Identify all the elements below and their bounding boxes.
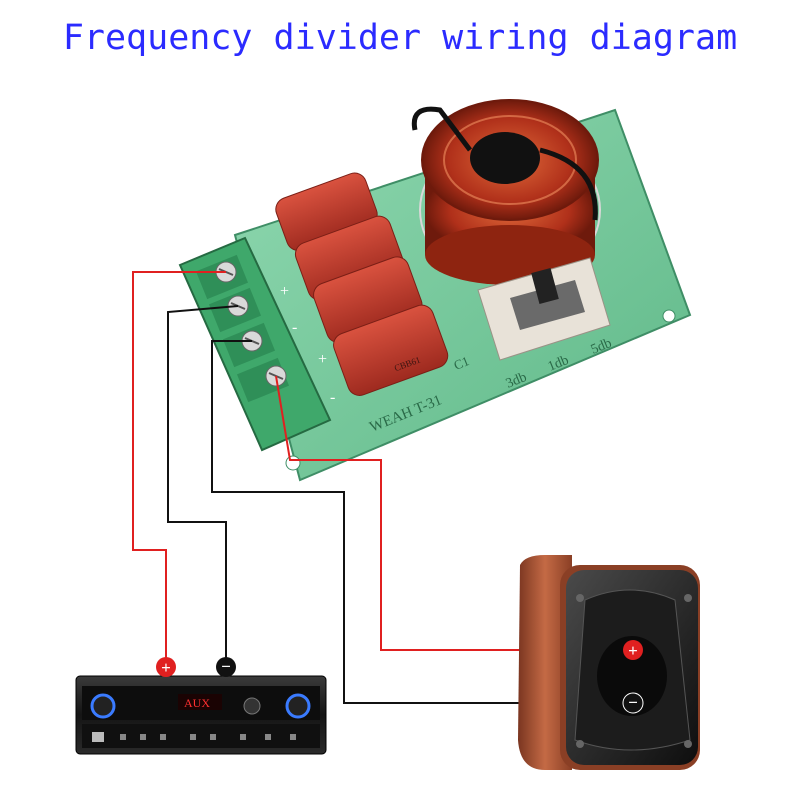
terminal-block: + - + - bbox=[178, 236, 335, 452]
amp-display-text: AUX bbox=[184, 696, 210, 710]
attenuation-1db: 1db bbox=[546, 353, 571, 375]
minus-terminal-icon: − bbox=[216, 657, 236, 677]
capacitor-group: CBB61 bbox=[275, 172, 449, 396]
amplifier: AUX + − bbox=[75, 657, 327, 755]
amp-left-knob bbox=[90, 693, 116, 719]
attenuation-3db: 3db bbox=[504, 370, 529, 392]
tweeter-speaker: + − bbox=[518, 555, 700, 770]
plus-terminal-icon: + bbox=[623, 640, 643, 660]
component-label: C1 bbox=[452, 353, 472, 373]
terminal-mark-plus: + bbox=[318, 351, 327, 368]
inductor-coil bbox=[411, 99, 601, 286]
amp-right-knob bbox=[285, 693, 311, 719]
terminal-mark-plus: + bbox=[280, 283, 289, 300]
mount-hole bbox=[285, 455, 301, 471]
speaker-plus-symbol: + bbox=[628, 641, 638, 660]
attenuation-5db: 5db bbox=[589, 336, 614, 358]
attenuation-switch bbox=[477, 257, 611, 361]
mount-hole bbox=[662, 309, 676, 323]
terminal-screw bbox=[222, 322, 276, 368]
speaker-minus-symbol: − bbox=[628, 693, 638, 712]
black-wire-speaker-minus bbox=[211, 340, 632, 704]
wiring bbox=[132, 271, 632, 704]
amp-display bbox=[178, 694, 222, 710]
amp-minus-symbol: − bbox=[221, 657, 231, 676]
red-wire-amp-plus bbox=[132, 271, 226, 665]
diagram-title: Frequency divider wiring diagram bbox=[62, 18, 738, 58]
terminal-mark-minus: - bbox=[330, 389, 335, 406]
amp-mid-knob bbox=[243, 697, 261, 715]
terminal-mark-minus: - bbox=[292, 319, 297, 336]
minus-terminal-icon: − bbox=[622, 692, 644, 714]
black-wire-amp-minus bbox=[167, 305, 239, 665]
plus-terminal-icon: + bbox=[156, 657, 176, 677]
capacitor: CBB61 bbox=[333, 304, 449, 396]
amp-plus-symbol: + bbox=[161, 658, 171, 677]
red-wire-speaker-plus bbox=[275, 375, 632, 651]
